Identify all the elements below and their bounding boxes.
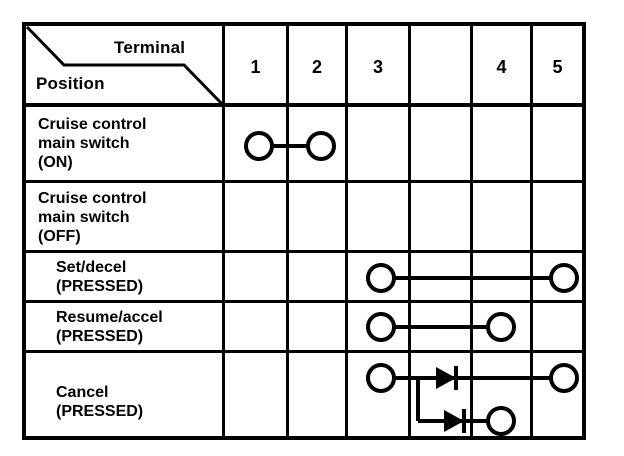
- table-frame: Terminal Position 1 2 3 4 5 Cruise contr…: [22, 22, 586, 440]
- terminal-node-3: [366, 312, 396, 342]
- row-separator-3: [26, 300, 582, 303]
- terminal-node-1: [244, 131, 274, 161]
- column-header-5: 5: [552, 57, 563, 77]
- row-label-cruise-off: Cruise control main switch (OFF): [38, 190, 147, 245]
- row-separator-2: [26, 250, 582, 253]
- column-separator-2: [345, 26, 348, 436]
- column-separator-5: [530, 26, 533, 436]
- column-header-blank: [411, 54, 470, 80]
- column-separator-4: [470, 26, 473, 436]
- row-separator-4: [26, 350, 582, 353]
- column-separator-3: [408, 26, 411, 436]
- row-label-cancel: Cancel (PRESSED): [56, 384, 144, 420]
- column-separator-label: [222, 26, 225, 436]
- terminal-node-5: [549, 363, 579, 393]
- diode-upper-icon: [436, 366, 458, 390]
- row-symbols-resume-accel: [366, 312, 516, 342]
- terminal-node-3: [366, 363, 396, 393]
- terminal-header-label: Terminal: [114, 38, 186, 57]
- row-label-resume-accel: Resume/accel (PRESSED): [56, 309, 163, 345]
- row-symbols-cruise-on: [244, 131, 336, 161]
- column-header-3: 3: [372, 57, 383, 77]
- terminal-node-3: [366, 263, 396, 293]
- corner-diagonal-divider: [25, 25, 226, 108]
- column-separator-1: [286, 26, 289, 436]
- row-separator-1: [26, 180, 582, 183]
- position-header-label: Position: [36, 74, 105, 93]
- diode-lower-icon: [444, 409, 466, 433]
- terminal-node-5: [549, 263, 579, 293]
- terminal-node-4: [486, 406, 516, 436]
- column-header-2: 2: [311, 57, 322, 77]
- terminal-node-2: [306, 131, 336, 161]
- column-header-1: 1: [250, 57, 261, 77]
- row-label-cruise-on: Cruise control main switch (ON): [38, 116, 147, 171]
- row-separator-header: [26, 103, 582, 107]
- column-header-4: 4: [496, 57, 507, 77]
- terminal-node-4: [486, 312, 516, 342]
- row-label-set-decel: Set/decel (PRESSED): [56, 259, 144, 295]
